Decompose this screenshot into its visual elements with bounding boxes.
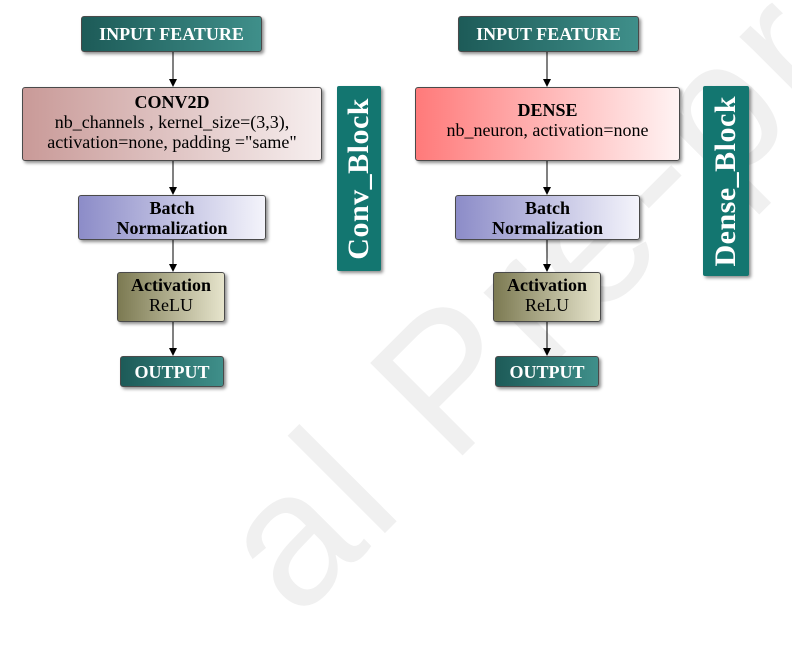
conv-batchnorm-line2: Normalization [116,218,228,238]
conv-activation-value: ReLU [149,295,193,315]
dense-output-node: OUTPUT [495,356,599,387]
conv-activation-title: Activation [131,275,211,295]
dense-input-feature-label: INPUT FEATURE [476,24,621,44]
conv-activation-node: Activation ReLU [117,272,225,322]
dense-node: DENSE nb_neuron, activation=none [415,87,680,161]
conv2d-params-line1: nb_channels , kernel_size=(3,3), [54,112,290,132]
conv-block-label-box: Conv_Block [337,86,381,271]
dense-batchnorm-node: Batch Normalization [455,195,640,240]
conv-output-node: OUTPUT [120,356,224,387]
dense-batchnorm-line2: Normalization [492,218,603,238]
conv-input-feature-label: INPUT FEATURE [99,24,244,44]
conv-batchnorm-node: Batch Normalization [78,195,266,240]
dense-input-feature-node: INPUT FEATURE [458,16,639,52]
conv2d-node: CONV2D nb_channels , kernel_size=(3,3), … [22,87,322,161]
conv2d-params-line2: activation=none, padding ="same" [47,132,297,152]
dense-activation-title: Activation [507,275,587,295]
conv2d-title: CONV2D [134,92,210,112]
dense-batchnorm-line1: Batch [525,198,570,218]
conv-output-label: OUTPUT [134,361,210,382]
dense-activation-value: ReLU [525,295,569,315]
dense-block-label-box: Dense_Block [703,86,749,276]
conv-block-label: Conv_Block [342,97,375,260]
conv-input-feature-node: INPUT FEATURE [81,16,262,52]
dense-output-label: OUTPUT [509,361,585,382]
dense-params-line1: nb_neuron, activation=none [446,120,649,140]
dense-activation-node: Activation ReLU [493,272,601,322]
conv-batchnorm-line1: Batch [149,198,195,218]
dense-block-label: Dense_Block [709,95,742,267]
dense-title: DENSE [517,100,578,120]
connector-arrows [169,52,551,356]
